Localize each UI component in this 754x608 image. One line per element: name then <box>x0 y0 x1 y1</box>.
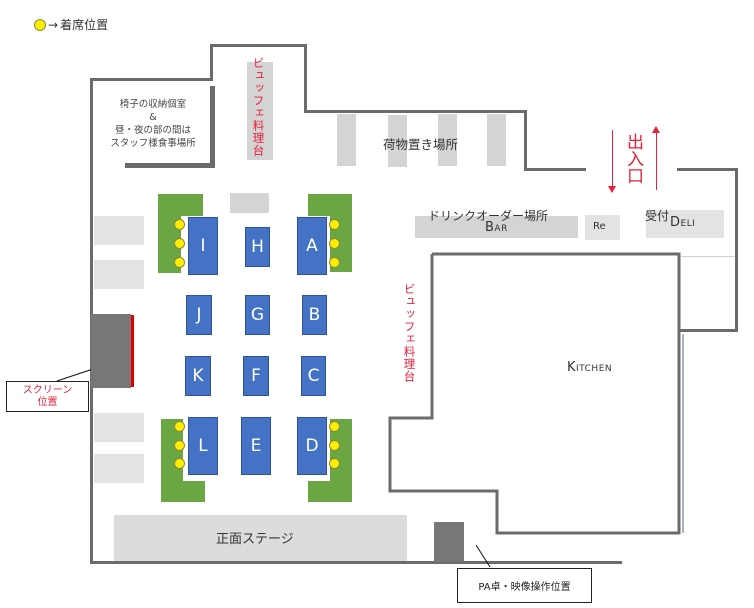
seat-icon <box>34 18 46 31</box>
wall-step-2 <box>304 44 307 112</box>
seat-d-1[interactable] <box>329 421 340 432</box>
baggage-rack-1 <box>337 114 356 166</box>
center-top-table <box>230 193 269 213</box>
table-l[interactable]: L <box>188 417 218 475</box>
entrance-in-arrowhead <box>608 186 616 193</box>
wall-step-1 <box>210 44 213 81</box>
seat-l-1[interactable] <box>174 421 185 432</box>
seat-i-1[interactable] <box>174 219 185 230</box>
storage-room-label: 椅子の収納個室 & 昼・夜の部の間は スタッフ様食事場所 <box>110 99 196 149</box>
baggage-rack-4 <box>487 114 506 166</box>
wall-entrance-right <box>677 168 737 171</box>
table-e[interactable]: E <box>241 417 271 475</box>
seat-d-3[interactable] <box>329 458 340 469</box>
baggage-label: 荷物置き場所 <box>383 137 459 152</box>
sofa-bottom-right-foot <box>308 481 352 502</box>
bar-counter <box>415 216 578 238</box>
wall-right <box>735 168 738 331</box>
wall-entrance-left <box>524 168 586 171</box>
table-a[interactable]: A <box>297 217 327 275</box>
reception-label: 受付 <box>645 209 670 223</box>
table-h[interactable]: H <box>245 227 270 267</box>
seat-l-3[interactable] <box>174 458 185 469</box>
front-stage <box>114 515 407 561</box>
table-d[interactable]: D <box>297 417 327 475</box>
re-counter <box>585 215 620 240</box>
wall-right-bottom <box>679 329 738 332</box>
buffet-table-top <box>247 62 273 160</box>
wall-bottom-left <box>90 561 400 564</box>
side-table-2 <box>94 260 144 289</box>
storage-wall-vertical <box>210 86 215 168</box>
baggage-rack-2 <box>388 115 407 167</box>
legend-arrow: → <box>48 17 59 32</box>
buffet-top-label: ビュッフェ料理台 <box>251 57 266 157</box>
drink-order-label: ドリンクオーダー場所 <box>428 209 549 223</box>
seat-a-2[interactable] <box>329 238 340 249</box>
table-i[interactable]: I <box>188 217 218 275</box>
screen <box>131 315 134 387</box>
bar-label: Bar <box>485 220 508 235</box>
side-table-4 <box>94 454 144 483</box>
sofa-bottom-left-foot <box>161 481 205 502</box>
wall-bottom-right <box>396 561 622 564</box>
deli-label: Deli <box>670 215 696 230</box>
screen-stand <box>91 314 131 388</box>
storage-wall-horizontal <box>125 163 215 168</box>
table-j[interactable]: J <box>186 295 212 335</box>
seat-l-2[interactable] <box>174 440 185 451</box>
entrance-out-arrow <box>656 130 657 190</box>
seat-a-1[interactable] <box>329 219 340 230</box>
side-table-1 <box>94 216 144 245</box>
table-g[interactable]: G <box>245 295 270 335</box>
seat-a-3[interactable] <box>329 257 340 268</box>
screen-callout: スクリーン 位置 <box>6 381 89 412</box>
table-f[interactable]: F <box>243 356 269 396</box>
seat-i-2[interactable] <box>174 238 185 249</box>
legend: → 着席位置 <box>34 16 108 33</box>
stage-label: 正面ステージ <box>216 532 294 547</box>
deli-divider <box>681 256 735 257</box>
table-k[interactable]: K <box>185 356 211 396</box>
entrance-in-arrow <box>612 130 613 188</box>
baggage-rack-3 <box>438 114 457 166</box>
wall-top-left <box>90 78 212 81</box>
entrance-out-arrowhead <box>652 126 660 133</box>
re-label: Re <box>593 221 606 232</box>
table-c[interactable]: C <box>301 356 326 396</box>
legend-label: 着席位置 <box>60 18 109 32</box>
entrance-label: 出入口 <box>623 133 643 184</box>
wall-step-3 <box>524 110 527 170</box>
seat-i-3[interactable] <box>174 257 185 268</box>
pa-callout: PA卓・映像操作位置 <box>457 568 592 603</box>
wall-top-buffet <box>210 44 306 47</box>
table-b[interactable]: B <box>302 295 327 335</box>
deli-counter <box>646 210 724 238</box>
kitchen-label: Kitchen <box>567 360 613 375</box>
buffet-side-label: ビュッフェ料理台 <box>402 283 417 383</box>
pa-desk <box>434 522 464 562</box>
seat-d-2[interactable] <box>329 440 340 451</box>
wall-top-baggage <box>304 110 526 113</box>
side-table-3 <box>94 413 144 442</box>
